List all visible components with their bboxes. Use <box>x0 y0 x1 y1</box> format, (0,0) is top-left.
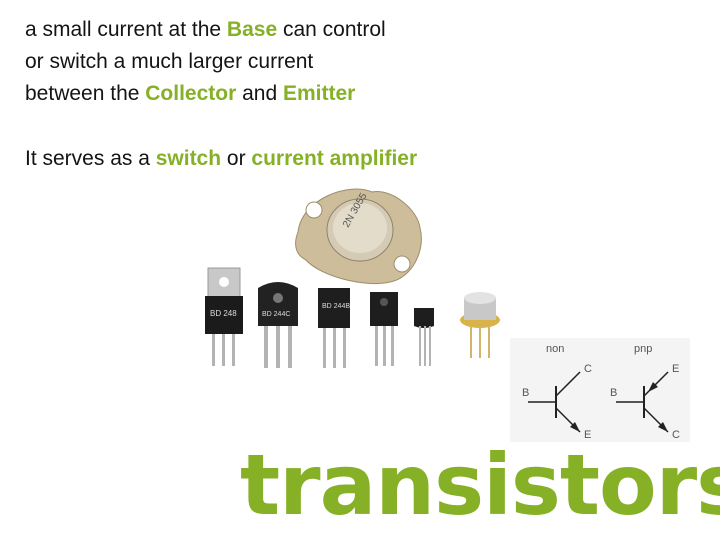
npn-emitter-arrow <box>570 422 580 432</box>
text-run: It serves as a <box>25 147 156 170</box>
text-run: can control <box>277 18 386 41</box>
text-run: or <box>221 147 252 170</box>
slide-heading: transistors <box>240 436 720 534</box>
pnp-collector-label: C <box>672 429 680 441</box>
pnp-emitter-label: E <box>672 363 679 375</box>
to220-transistor: BD 248 <box>205 267 243 366</box>
to126-transistor: BD 244B <box>318 288 350 368</box>
text-run: between the <box>25 82 146 105</box>
pnp-collector-arrow <box>658 422 668 432</box>
pnp-label: pnp <box>634 343 652 355</box>
to92-transistor <box>414 308 434 366</box>
npn-emitter-label: E <box>584 429 591 441</box>
pnp-emitter-arrow <box>648 382 658 392</box>
switch-term: switch <box>155 147 222 170</box>
function-paragraph: It serves as a switch or current amplifi… <box>25 145 545 173</box>
to3-transistor: 2N 3055 <box>295 188 422 285</box>
emitter-term: Emitter <box>283 82 356 105</box>
package-marking: BD 248 <box>210 309 237 318</box>
para1-line3: between the Collector and Emitter <box>25 78 525 110</box>
para1-line1: a small current at the Base can control <box>25 14 525 46</box>
text-run: a small current at the <box>25 18 227 41</box>
pnp-emitter-lead <box>643 371 669 397</box>
npn-label: non <box>546 343 564 355</box>
base-term: Base <box>226 18 278 41</box>
pnp-base-label: B <box>610 387 617 399</box>
amplifier-term: current amplifier <box>251 147 418 170</box>
package-marking: BD 244C <box>262 311 290 318</box>
npn-collector-label: C <box>584 363 592 375</box>
description-paragraph: a small current at the Base can control … <box>25 14 525 110</box>
to18-transistor <box>460 292 500 358</box>
npn-collector-lead <box>555 371 581 397</box>
small-power-transistor <box>370 292 398 366</box>
transistors-photo: 2N 3055 BD 248 BD 244C BD 244B <box>205 188 500 368</box>
collector-term: Collector <box>145 82 237 105</box>
text-run: and <box>236 82 283 105</box>
para1-line2: or switch a much larger current <box>25 50 314 73</box>
package-marking: BD 244B <box>322 303 350 310</box>
transistor-symbols-diagram: non B C E pnp B E C <box>510 338 690 442</box>
to218-transistor: BD 244C <box>258 282 298 368</box>
npn-base-label: B <box>522 387 529 399</box>
